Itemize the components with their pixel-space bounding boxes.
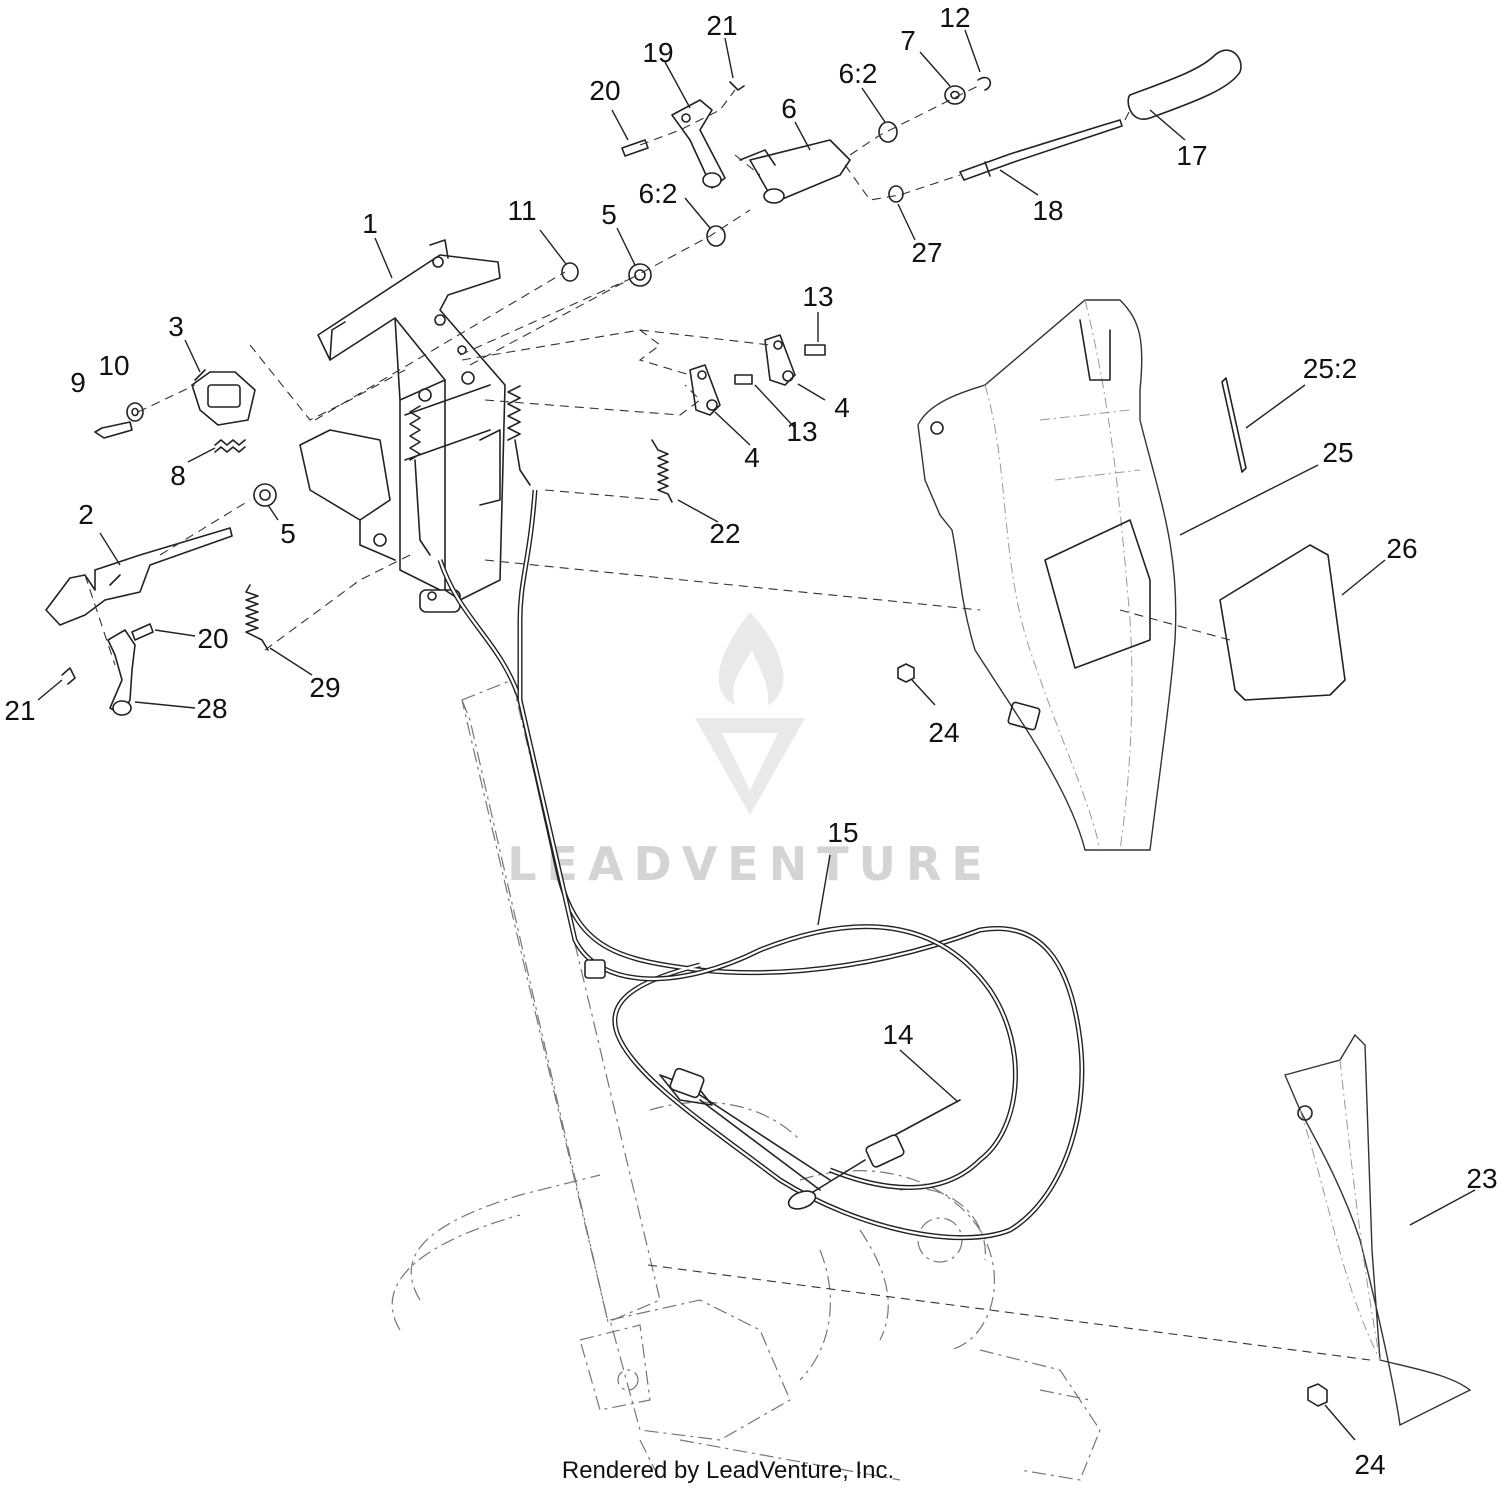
lever-shaft-part-6 (739, 139, 851, 204)
callout-23: 23 (1466, 1163, 1497, 1194)
callout-21-top: 21 (706, 10, 737, 41)
callout-2: 2 (78, 499, 94, 530)
bolt-part-9 (94, 421, 133, 439)
clip-part-12 (977, 76, 992, 91)
callout-9: 9 (70, 367, 86, 398)
assembly-dashed-lines (84, 84, 1371, 1361)
callout-25: 25 (1322, 437, 1353, 468)
callout-14: 14 (882, 1019, 913, 1050)
cables-parts-14-15 (437, 489, 1085, 1241)
callout-5-top: 5 (601, 199, 617, 230)
callout-3: 3 (168, 311, 184, 342)
callout-27: 27 (911, 237, 942, 268)
callout-7: 7 (900, 25, 916, 56)
callout-4-right: 4 (834, 392, 850, 423)
callout-11: 11 (507, 195, 536, 226)
callout-20-bottom: 20 (197, 623, 228, 654)
callout-29: 29 (309, 672, 340, 703)
callout-24-lower: 24 (1354, 1449, 1385, 1480)
callout-8: 8 (170, 460, 186, 491)
lever-part-2 (45, 527, 233, 626)
callout-leader-lines (37, 29, 1476, 1441)
callout-26: 26 (1386, 533, 1417, 564)
decal-part-25-2 (1221, 377, 1247, 473)
nut-part-11 (561, 262, 579, 282)
render-credit: Rendered by LeadVenture, Inc. (562, 1457, 894, 1484)
spring-part-29 (245, 584, 269, 651)
rod-part-18 (959, 119, 1123, 181)
bracket-part-3 (191, 369, 256, 426)
cover-part-23 (1284, 1033, 1472, 1427)
callout-13-bottom: 13 (786, 416, 817, 447)
grip-part-17 (1127, 49, 1242, 121)
callout-28: 28 (196, 693, 227, 724)
callout-18: 18 (1032, 195, 1063, 226)
callout-22: 22 (709, 518, 740, 549)
arm-part-28 (107, 629, 136, 716)
callout-12: 12 (939, 2, 970, 33)
callout-21-bottom: 21 (4, 695, 35, 726)
watermark-text: LEADVENTURE (507, 837, 993, 891)
nut-part-24-upper (897, 663, 915, 683)
bolts-part-13 (734, 344, 826, 385)
callout-19: 19 (642, 37, 673, 68)
spring-part-22 (651, 439, 673, 503)
decal-part-26 (1219, 544, 1346, 701)
callout-15: 15 (827, 817, 858, 848)
callout-5-bottom: 5 (280, 518, 296, 549)
control-bracket-part-1 (299, 239, 506, 613)
callout-13-top: 13 (802, 281, 833, 312)
callout-6-2-bottom: 6:2 (639, 178, 678, 209)
bushings-part-6-2 (706, 121, 898, 247)
callout-20-top: 20 (589, 75, 620, 106)
callout-6-2-top: 6:2 (839, 58, 878, 89)
bolt-part-20-top (621, 139, 649, 157)
spring-part-8 (214, 439, 246, 453)
pin-part-21-top (729, 81, 745, 91)
washer-part-10 (126, 402, 144, 422)
callout-1: 1 (362, 208, 378, 239)
bracket-springs (409, 385, 531, 556)
cover-panel-part-25 (917, 299, 1177, 851)
callout-25-2: 25:2 (1303, 353, 1358, 384)
clip-part-27 (888, 185, 904, 203)
frame-ghost (391, 679, 1101, 1481)
arm-part-19 (671, 99, 726, 189)
leadventure-watermark-logo (695, 612, 805, 815)
bushing-part-5-bottom (253, 483, 277, 507)
bolt-part-20-bottom (131, 623, 154, 641)
callout-17: 17 (1176, 140, 1207, 171)
nut-part-24-lower (1307, 1383, 1328, 1407)
callout-labels: 1 2 3 4 4 5 5 6 6:2 6:2 7 8 9 10 11 12 1… (4, 2, 1497, 1480)
callout-10: 10 (98, 350, 129, 381)
callout-6: 6 (781, 93, 797, 124)
callout-4-left: 4 (744, 442, 760, 473)
pin-part-21-bottom (61, 667, 76, 685)
callout-24-upper: 24 (928, 717, 959, 748)
bushing-part-5-top (628, 263, 652, 287)
